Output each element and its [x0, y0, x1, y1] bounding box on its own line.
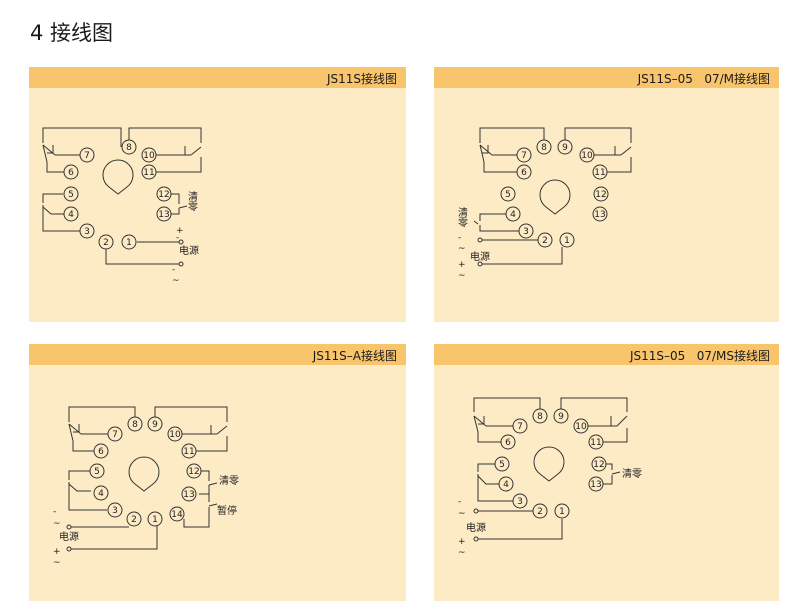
wiring-panel-js11s-a: JS11S–A接线图: [29, 344, 406, 601]
clear-label: 清零: [186, 190, 198, 212]
minus-sign: -: [172, 265, 175, 275]
ac-sign: ~: [458, 548, 466, 558]
pin-label: 10: [169, 430, 181, 440]
pin-label: 8: [537, 412, 543, 422]
plus-sign: +: [53, 547, 61, 557]
pin-label: 7: [84, 151, 90, 161]
pin-label: 13: [594, 210, 605, 220]
pin-label: 11: [183, 447, 194, 457]
ac-sign: ~: [53, 519, 61, 529]
pin-label: 4: [510, 210, 516, 220]
pin-label: 11: [143, 168, 154, 178]
pin-label: 8: [126, 143, 132, 153]
pin-label: 5: [94, 467, 100, 477]
pin-label: 3: [112, 506, 118, 516]
power-label: 电源: [59, 530, 79, 543]
minus-sign: -: [176, 233, 179, 243]
ac-sign: ~: [458, 271, 466, 281]
pin-label: 1: [564, 236, 570, 246]
pin-label: 9: [558, 412, 564, 422]
pin-label: 4: [503, 480, 509, 490]
pin-label: 9: [562, 143, 568, 153]
pause-label: 暂停: [217, 504, 237, 517]
pin-label: 9: [152, 420, 158, 430]
pin-label: 12: [158, 190, 169, 200]
pin-label: 5: [499, 460, 505, 470]
panel-header: JS11S–05 07/MS接线图: [434, 344, 779, 365]
pin-label: 10: [143, 151, 155, 161]
pin-label: 7: [112, 430, 118, 440]
pin-label: 8: [132, 420, 138, 430]
pin-label: 3: [517, 497, 523, 507]
ac-sign: ~: [172, 276, 180, 286]
ac-sign: ~: [458, 509, 466, 519]
pin-label: 4: [68, 210, 74, 220]
pin-label: 1: [126, 238, 132, 248]
pin-label: 4: [98, 489, 104, 499]
wiring-diagram: 8 7 6 5 4 3 2 1 9 10 11 12 13 14 清零 暂停 -…: [53, 406, 239, 568]
pin-label: 10: [575, 422, 587, 432]
pin-label: 6: [98, 447, 104, 457]
panel-header: JS11S–05 07/M接线图: [434, 67, 779, 88]
pin-label: 14: [171, 510, 183, 520]
pin-label: 3: [523, 227, 529, 237]
wiring-panel-js11s: JS11S接线图: [29, 67, 406, 322]
pin-label: 1: [559, 507, 565, 517]
wiring-diagram: 8 7 6 5 4 3 2 1 9 10 11 12 13 清零 - ~ 电源 …: [456, 127, 632, 281]
pin-label: 2: [542, 236, 548, 246]
pin-label: 12: [593, 460, 604, 470]
panel-title: JS11S–05 07/MS接线图: [629, 349, 770, 363]
clear-label: 清零: [456, 206, 468, 228]
panel-title: JS11S–A接线图: [312, 349, 397, 363]
pin-label: 12: [188, 467, 199, 477]
pin-label: 6: [521, 168, 527, 178]
wiring-diagram: 8 7 6 5 4 3 2 1 10 11 12 13 清零 + - 电源 - …: [42, 127, 202, 286]
pin-label: 2: [103, 238, 109, 248]
power-label: 电源: [179, 244, 199, 257]
pin-label: 12: [595, 190, 606, 200]
pin-label: 10: [581, 151, 593, 161]
plus-sign: +: [176, 226, 184, 236]
ac-sign: ~: [53, 558, 61, 568]
pin-label: 11: [590, 438, 601, 448]
pin-label: 7: [517, 422, 523, 432]
pin-label: 1: [152, 515, 158, 525]
pin-label: 5: [505, 190, 511, 200]
pin-label: 2: [537, 507, 543, 517]
ac-sign: ~: [458, 244, 466, 254]
pin-label: 5: [68, 190, 74, 200]
power-label: 电源: [466, 521, 486, 534]
minus-sign: -: [53, 507, 56, 517]
pin-label: 8: [541, 143, 547, 153]
minus-sign: -: [458, 233, 461, 243]
pin-label: 2: [131, 515, 137, 525]
pin-label: 3: [84, 227, 90, 237]
plus-sign: +: [458, 260, 466, 270]
pin-label: 7: [521, 151, 527, 161]
clear-label: 清零: [219, 474, 239, 487]
panel-header: JS11S接线图: [29, 67, 406, 88]
panel-title: JS11S–05 07/M接线图: [637, 72, 770, 86]
clear-label: 清零: [622, 467, 642, 480]
panel-header: JS11S–A接线图: [29, 344, 406, 365]
wiring-panel-js11s-05-07m: JS11S–05 07/M接线图: [434, 67, 779, 322]
pin-label: 6: [68, 168, 74, 178]
panel-title: JS11S接线图: [326, 72, 397, 86]
wiring-diagram: 8 7 6 5 4 3 2 1 9 10 11 12 13 清零 - ~ 电源 …: [458, 397, 642, 558]
power-label: 电源: [470, 250, 490, 263]
pin-label: 13: [158, 210, 169, 220]
pin-label: 6: [505, 438, 511, 448]
page-title: 4 接线图: [30, 21, 114, 45]
minus-sign: -: [458, 497, 461, 507]
pin-label: 13: [590, 480, 601, 490]
pin-label: 13: [183, 490, 194, 500]
plus-sign: +: [458, 537, 466, 547]
pin-label: 11: [594, 168, 605, 178]
wiring-panel-js11s-05-07ms: JS11S–05 07/MS接线图: [434, 344, 779, 601]
